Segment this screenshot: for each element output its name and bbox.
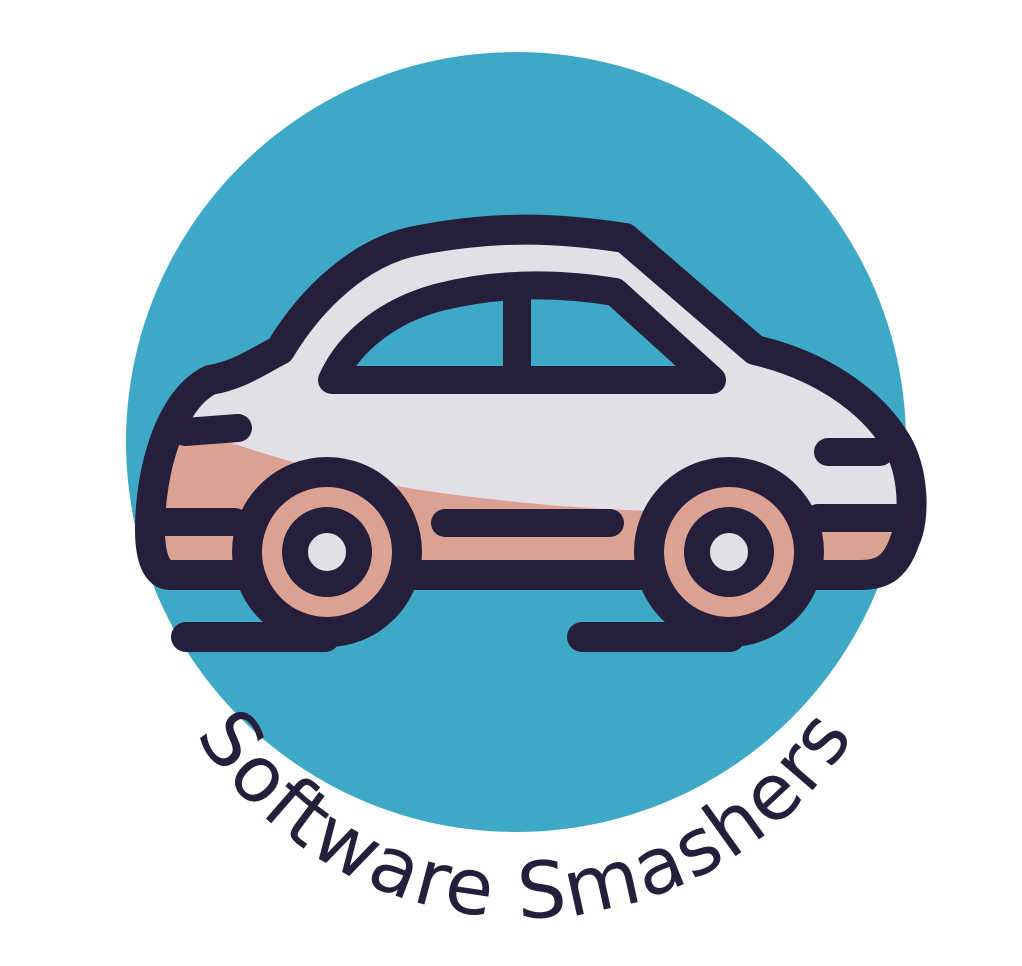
rear-trim-top [171,414,252,446]
car-body-outline [135,214,927,590]
rear-wheel [232,457,422,647]
car-icon [135,214,927,652]
front-wheel [634,457,824,647]
